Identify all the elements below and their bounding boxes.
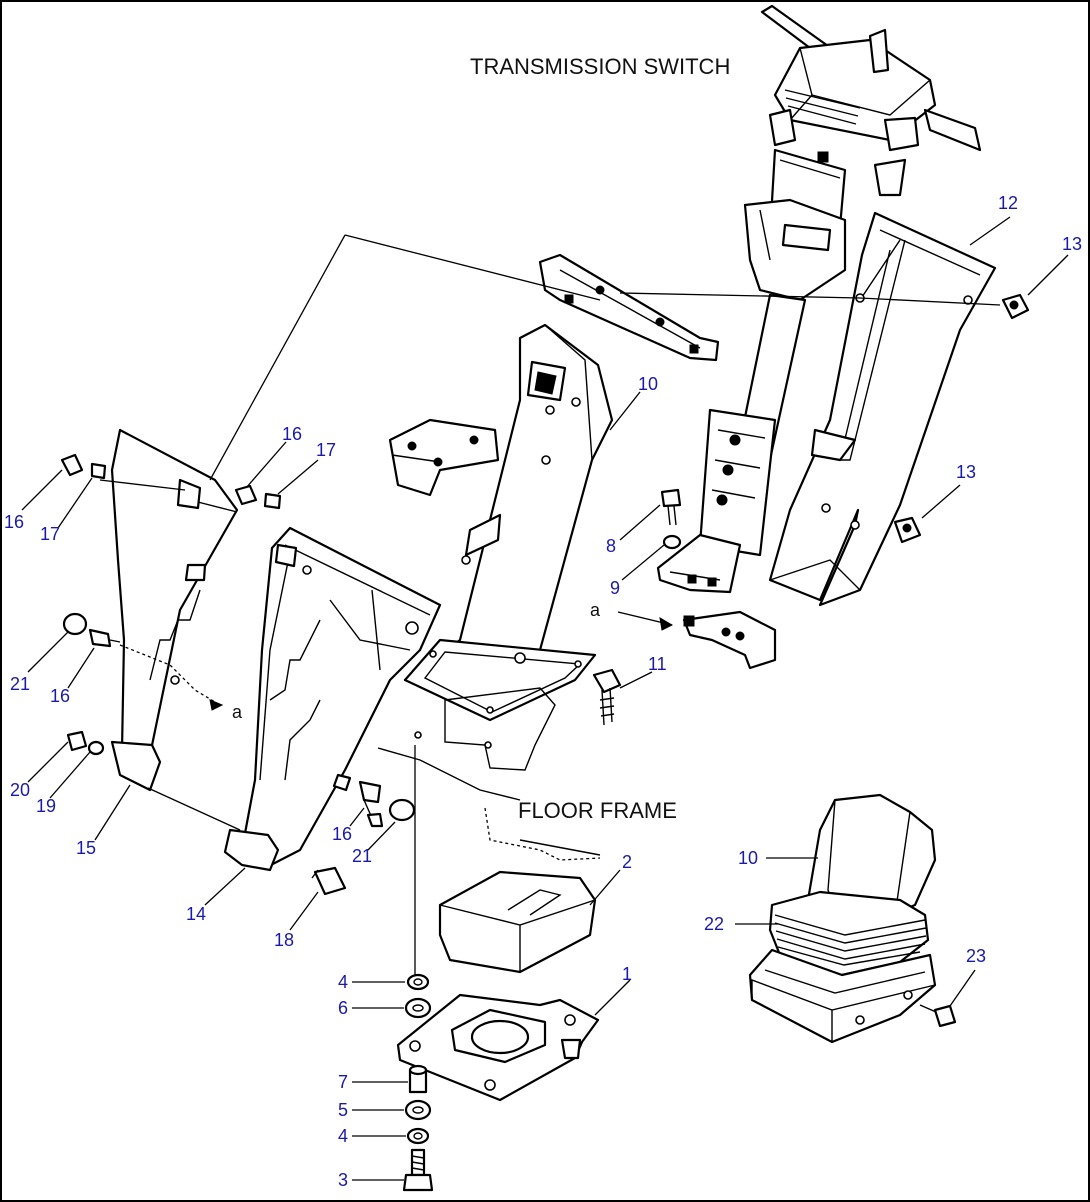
callout-6: 6 <box>338 998 348 1018</box>
left-cover-panel-15 <box>110 428 239 792</box>
callout-4-lower: 4 <box>338 1126 348 1146</box>
callout-13-lower: 13 <box>956 462 976 482</box>
callout-3: 3 <box>338 1170 348 1190</box>
nut-20-washer-19 <box>66 730 105 756</box>
floor-frame-label: FLOOR FRAME <box>518 798 677 823</box>
gasket-2 <box>438 870 597 974</box>
bolt-16-top-left <box>60 453 107 480</box>
construction-line-2 <box>209 234 346 481</box>
bolt-16-mid <box>234 484 282 510</box>
bolt-8-washer-9 <box>660 488 682 550</box>
callout-5: 5 <box>338 1100 348 1120</box>
callout-23: 23 <box>966 946 986 966</box>
cap-21-left <box>62 612 121 648</box>
callout-20: 20 <box>10 780 30 800</box>
column-post-10 <box>403 323 614 722</box>
nut-13-upper <box>1001 293 1030 320</box>
construction-line-5 <box>147 787 241 831</box>
callout-21-left: 21 <box>10 674 30 694</box>
callout-14: 14 <box>186 904 206 924</box>
ref-a-dashed-line <box>119 644 221 706</box>
callout-17-top-left: 17 <box>40 524 60 544</box>
bolt-18 <box>311 866 347 896</box>
plate-1 <box>396 993 600 1102</box>
callout-10-upper: 10 <box>638 374 658 394</box>
callout-16-top-left: 16 <box>4 512 24 532</box>
callout-leaders <box>21 216 1069 1181</box>
construction-line-3 <box>619 292 861 299</box>
callout-9: 9 <box>610 578 620 598</box>
washer-4-lower <box>406 1127 430 1145</box>
callout-17-mid: 17 <box>316 440 336 460</box>
callout-15: 15 <box>76 838 96 858</box>
callout-8: 8 <box>606 536 616 556</box>
callout-19: 19 <box>36 796 56 816</box>
mounting-bracket <box>538 253 720 362</box>
ref-a-arrowhead <box>659 617 674 631</box>
callout-7: 7 <box>338 1072 348 1092</box>
ref-a-left: a <box>232 702 243 722</box>
callout-22: 22 <box>704 914 724 934</box>
ref-a-right: a <box>590 600 601 620</box>
callout-16-mid: 16 <box>282 424 302 444</box>
washer-5 <box>404 1099 432 1121</box>
callout-16-left: 16 <box>50 686 70 706</box>
bolt-3 <box>402 1148 434 1192</box>
callout-12: 12 <box>998 193 1018 213</box>
spacer-7 <box>408 1064 428 1094</box>
callout-4-upper: 4 <box>338 972 348 992</box>
construction-line-7 <box>99 479 186 491</box>
front-cover-panel-12 <box>682 211 997 670</box>
callout-2: 2 <box>622 852 632 872</box>
callout-11: 11 <box>648 654 667 674</box>
inset-boot-assembly <box>748 793 937 1044</box>
floor-frame-outline <box>377 687 601 861</box>
callout-1: 1 <box>622 964 632 984</box>
bolt-23 <box>919 1004 957 1028</box>
callout-16-lower: 16 <box>332 824 352 844</box>
construction-line-1 <box>344 234 601 301</box>
transmission-switch-label: TRANSMISSION SWITCH <box>470 54 730 79</box>
callout-21-lower: 21 <box>352 846 372 866</box>
callout-10-inset: 10 <box>738 848 758 868</box>
construction-line-4 <box>859 297 1001 306</box>
bolt-16-cap-21-lower <box>358 780 416 828</box>
nut-6 <box>404 997 432 1019</box>
ref-a-arrowhead-left <box>209 699 224 711</box>
small-bracket <box>388 418 500 497</box>
callout-18: 18 <box>274 930 294 950</box>
callout-13-upper: 13 <box>1062 234 1082 254</box>
washer-4-upper <box>406 973 430 991</box>
transmission-switch-part <box>656 4 982 594</box>
nut-13-lower <box>893 516 922 544</box>
right-cover-panel-14 <box>223 526 442 872</box>
bolt-11 <box>592 668 622 726</box>
